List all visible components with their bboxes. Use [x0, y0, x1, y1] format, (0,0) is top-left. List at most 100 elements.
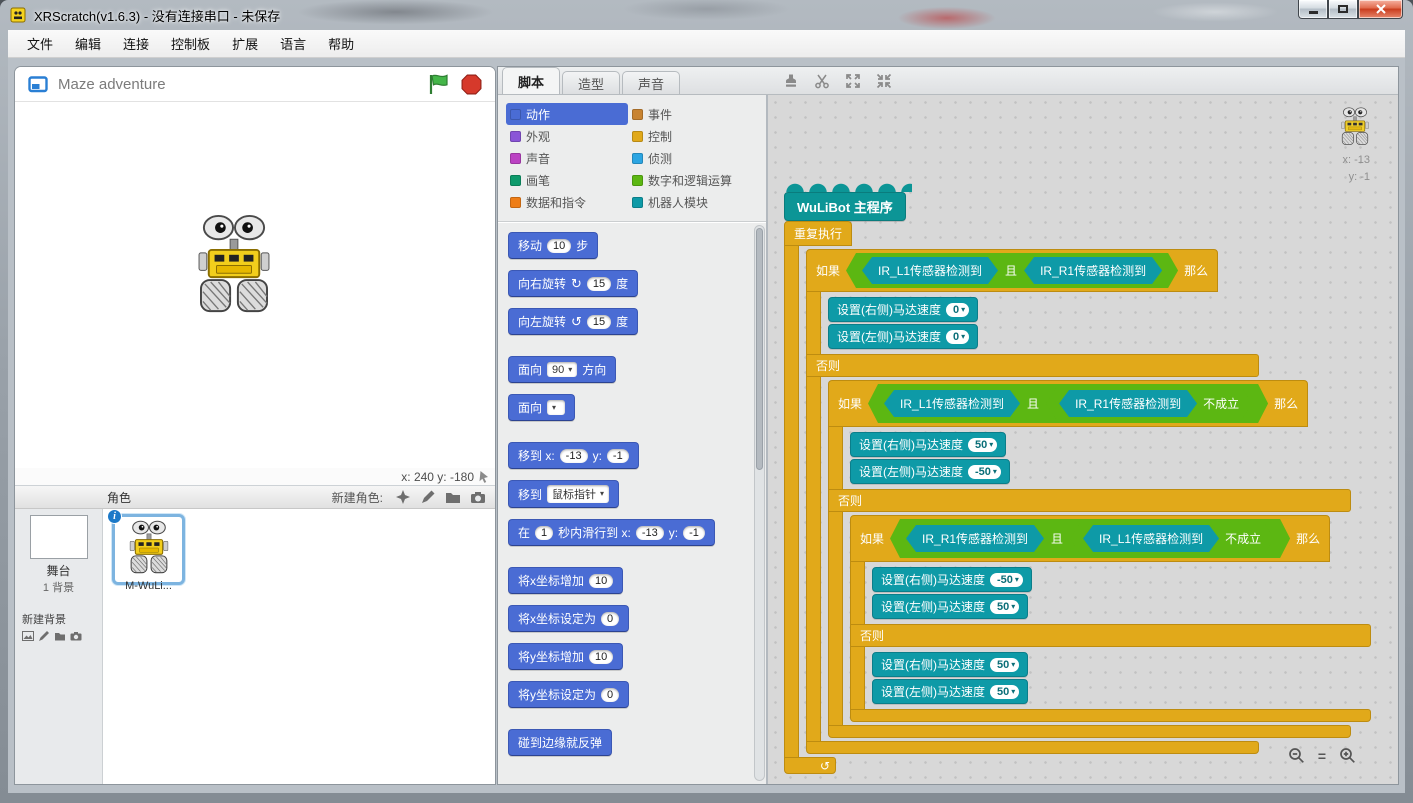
image-icon[interactable]	[22, 630, 34, 642]
else-arm[interactable]: 否则	[806, 354, 1259, 377]
stop-button[interactable]	[461, 74, 482, 95]
palette-scrollbar[interactable]	[754, 225, 765, 781]
camera-icon[interactable]	[70, 630, 82, 642]
menu-file[interactable]: 文件	[27, 37, 54, 52]
block-number-input[interactable]: 15	[586, 314, 612, 329]
menu-help[interactable]: 帮助	[328, 37, 355, 52]
block-dropdown[interactable]: 鼠标指针▾	[547, 485, 610, 503]
block-number-input[interactable]: 10	[589, 573, 614, 588]
zoom-reset-button[interactable]: =	[1317, 747, 1326, 764]
camera-sprite-icon[interactable]	[469, 489, 487, 505]
category-侦测[interactable]: 侦测	[628, 147, 764, 169]
menu-board[interactable]: 控制板	[171, 37, 211, 52]
motor-speed-dropdown[interactable]: 0▾	[946, 329, 970, 344]
menu-connect[interactable]: 连接	[123, 37, 150, 52]
block-number-input[interactable]: 10	[589, 649, 614, 664]
paint-icon[interactable]	[38, 630, 50, 642]
ir-sensor-boolean[interactable]: IR_L1传感器检测到	[862, 257, 998, 284]
block-number-input[interactable]: 10	[547, 238, 572, 253]
ir-sensor-boolean[interactable]: IR_L1传感器检测到	[884, 390, 1020, 417]
grow-icon[interactable]	[845, 73, 861, 89]
else-arm[interactable]: 否则	[850, 624, 1371, 647]
category-数字和逻辑运算[interactable]: 数字和逻辑运算	[628, 169, 764, 191]
title-bar[interactable]: XRScratch(v1.6.3) - 没有连接串口 - 未保存	[0, 0, 1413, 30]
category-动作[interactable]: 动作	[506, 103, 628, 125]
tab-costumes[interactable]: 造型	[562, 71, 621, 94]
palette-scrollbar-thumb[interactable]	[756, 228, 763, 470]
palette-block-6[interactable]: 移到鼠标指针▾	[508, 480, 620, 508]
stage-thumbnail[interactable]	[29, 515, 88, 559]
category-控制[interactable]: 控制	[628, 125, 764, 147]
category-事件[interactable]: 事件	[628, 103, 764, 125]
stamp-icon[interactable]	[783, 73, 799, 89]
block-number-input[interactable]: 0	[601, 687, 620, 702]
block-dropdown[interactable]: 90▾	[547, 362, 578, 377]
ir-sensor-boolean[interactable]: IR_R1传感器检测到	[1059, 390, 1197, 417]
palette-block-4[interactable]: 面向▾	[508, 394, 576, 421]
category-画笔[interactable]: 画笔	[506, 169, 628, 191]
zoom-in-icon[interactable]	[1339, 747, 1356, 764]
menu-language[interactable]: 语言	[280, 37, 307, 52]
else-arm[interactable]: 否则	[828, 489, 1351, 512]
category-声音[interactable]: 声音	[506, 147, 628, 169]
small-stage-toggle-icon[interactable]	[28, 75, 48, 93]
sprite-library-icon[interactable]	[394, 489, 412, 505]
motor-speed-dropdown[interactable]: 50▾	[990, 684, 1020, 699]
motor-speed-dropdown[interactable]: 50▾	[990, 657, 1020, 672]
not-boolean[interactable]: IR_L1传感器检测到不成立	[1070, 523, 1274, 554]
sprite-info-badge[interactable]: i	[107, 509, 122, 524]
not-boolean[interactable]: IR_R1传感器检测到不成立	[1046, 388, 1252, 419]
paint-sprite-icon[interactable]	[419, 489, 437, 505]
green-flag-button[interactable]	[427, 73, 451, 95]
scissors-icon[interactable]	[814, 73, 830, 89]
block-number-input[interactable]: 0	[601, 611, 620, 626]
motor-speed-dropdown[interactable]: 0▾	[946, 302, 970, 317]
palette-block-12[interactable]: 碰到边缘就反弹	[508, 729, 613, 756]
shrink-icon[interactable]	[876, 73, 892, 89]
category-机器人模块[interactable]: 机器人模块	[628, 191, 764, 213]
motor-speed-dropdown[interactable]: 50▾	[968, 437, 998, 452]
minimize-button[interactable]	[1298, 0, 1328, 19]
set-motor-speed-block[interactable]: 设置(右侧)马达速度-50▾	[872, 567, 1032, 592]
block-number-input[interactable]: 1	[535, 525, 554, 540]
forever-header[interactable]: 重复执行	[784, 221, 853, 246]
hat-block[interactable]: WuLiBot 主程序	[784, 192, 906, 221]
menu-edit[interactable]: 编辑	[75, 37, 102, 52]
category-外观[interactable]: 外观	[506, 125, 628, 147]
motor-speed-dropdown[interactable]: 50▾	[990, 599, 1020, 614]
upload-icon[interactable]	[54, 630, 66, 642]
maximize-button[interactable]	[1328, 0, 1358, 19]
stage-robot-sprite[interactable]	[195, 214, 273, 320]
category-数据和指令[interactable]: 数据和指令	[506, 191, 628, 213]
close-button[interactable]	[1358, 0, 1403, 19]
block-number-input[interactable]: -1	[606, 448, 629, 463]
ir-sensor-boolean[interactable]: IR_L1传感器检测到	[1083, 525, 1219, 552]
motor-speed-dropdown[interactable]: -50▾	[990, 572, 1023, 587]
tab-scripts[interactable]: 脚本	[502, 67, 561, 94]
menu-extensions[interactable]: 扩展	[232, 37, 259, 52]
ir-sensor-boolean[interactable]: IR_R1传感器检测到	[1024, 257, 1162, 284]
